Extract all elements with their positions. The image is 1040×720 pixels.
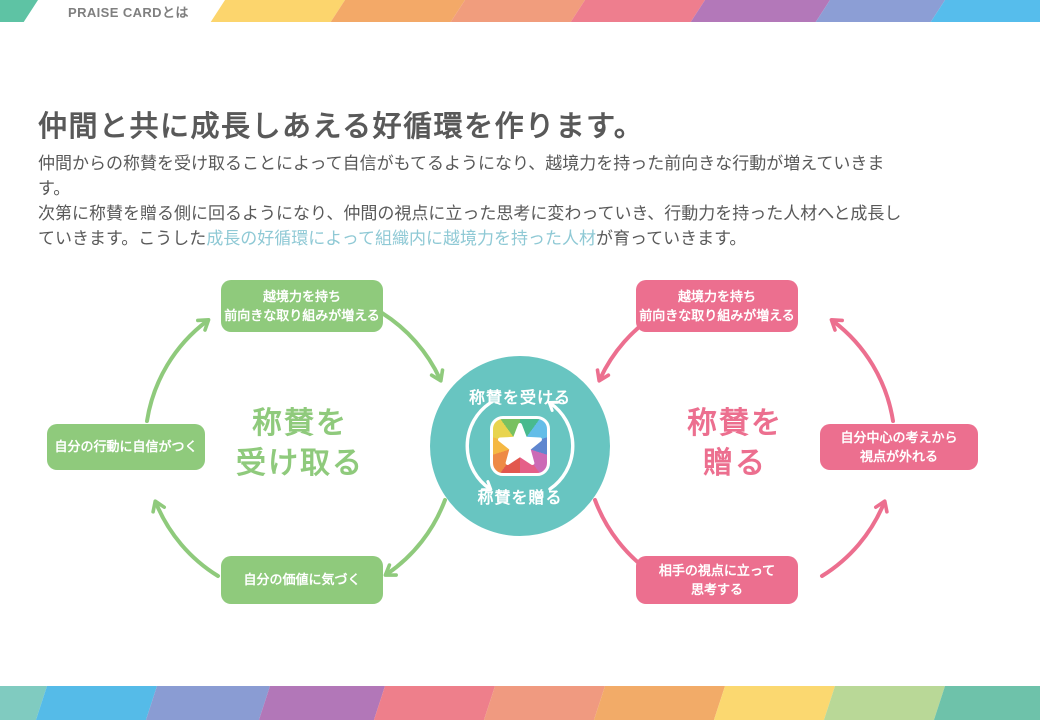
right-cycle-bottom-box: 相手の視点に立って 思考する bbox=[636, 556, 798, 604]
intro-paragraph-2-post: が育っていきます。 bbox=[595, 229, 747, 248]
receive-praise-label: 称賛を受ける bbox=[468, 390, 571, 407]
intro-text: 仲間からの称賛を受け取ることによって自信がもてるようになり、越境力を持った前向き… bbox=[38, 151, 988, 251]
right-cycle-side-box: 自分中心の考えから 視点が外れる bbox=[820, 424, 978, 470]
intro-paragraph-1: 仲間からの称賛を受け取ることによって自信がもてるようになり、越境力を持った前向き… bbox=[38, 154, 885, 198]
stripe-icon bbox=[450, 0, 585, 22]
left-cycle-label: 称賛を 受け取る bbox=[236, 407, 364, 480]
stripe-icon bbox=[210, 0, 345, 22]
bottom-stripe-bar bbox=[0, 686, 1040, 720]
stripe-icon bbox=[483, 686, 605, 720]
stripe-icon bbox=[145, 686, 270, 720]
stripe-icon bbox=[930, 0, 1040, 22]
stripe-icon bbox=[823, 686, 945, 720]
stripe-icon bbox=[258, 686, 385, 720]
stripe-icon bbox=[35, 686, 158, 720]
intro-highlight: 成長の好循環によって組織内に越境力を持った人材 bbox=[206, 229, 596, 248]
stripe-icon bbox=[690, 0, 830, 22]
left-cycle-side-box: 自分の行動に自信がつく bbox=[47, 424, 205, 470]
stripe-icon bbox=[933, 686, 1040, 720]
star-icon bbox=[498, 423, 542, 465]
header-label: PRAISE CARDとは bbox=[68, 4, 189, 20]
stripe-icon bbox=[570, 0, 705, 22]
right-arc-bottom-to-side bbox=[820, 499, 889, 578]
right-cycle-label: 称賛を 贈る bbox=[687, 407, 783, 480]
left-cycle-top-box: 越境力を持ち 前向きな取り組みが増える bbox=[221, 280, 383, 332]
praise-card-app-icon bbox=[490, 416, 550, 476]
left-arc-bottom-to-side bbox=[151, 499, 220, 578]
left-arc-center-to-bottom bbox=[383, 498, 447, 577]
intro-paragraph-2-pre: 次第に称賛を贈る側に回るようになり、仲間の視点に立った思考に変わっていき、行動力… bbox=[38, 204, 902, 248]
stripe-icon bbox=[815, 0, 945, 22]
stripe-icon bbox=[0, 0, 39, 22]
give-praise-label: 称賛を贈る bbox=[477, 490, 563, 507]
intro-paragraph-2: 次第に称賛を贈る側に回るようになり、仲間の視点に立った思考に変わっていき、行動力… bbox=[38, 201, 988, 251]
left-cycle-bottom-box: 自分の価値に気づく bbox=[221, 556, 383, 604]
top-stripe-bar: PRAISE CARDとは bbox=[0, 0, 1040, 22]
page-title: 仲間と共に成長しあえる好循環を作ります。 bbox=[38, 111, 645, 144]
stripe-icon bbox=[593, 686, 725, 720]
stripe-icon bbox=[330, 0, 465, 22]
stripe-icon bbox=[373, 686, 495, 720]
right-cycle-top-box: 越境力を持ち 前向きな取り組みが増える bbox=[636, 280, 798, 332]
praise-exchange-circle: 称賛を受ける 称賛を贈る bbox=[430, 356, 610, 536]
left-arc-top-to-center bbox=[380, 311, 445, 383]
stripe-icon bbox=[713, 686, 835, 720]
